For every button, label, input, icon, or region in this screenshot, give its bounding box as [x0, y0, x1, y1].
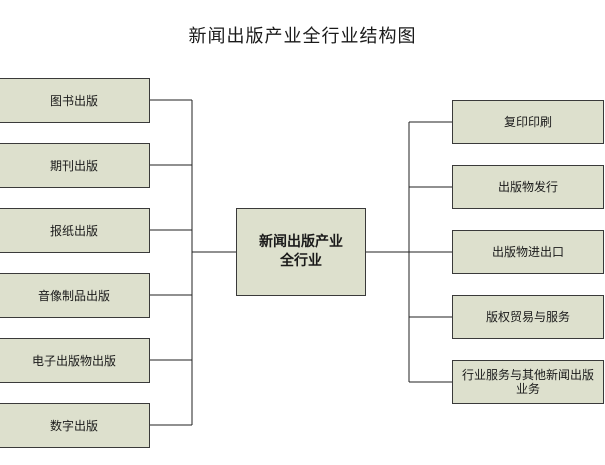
center-node-line2: 全行业 — [280, 253, 322, 269]
left-node-digital-publishing: 数字出版 — [0, 403, 150, 448]
center-node-line1: 新闻出版产业 — [259, 234, 343, 250]
left-node-periodical-publishing: 期刊出版 — [0, 143, 150, 188]
left-node-newspaper-publishing: 报纸出版 — [0, 208, 150, 253]
right-node-distribution: 出版物发行 — [452, 165, 604, 209]
diagram-title: 新闻出版产业全行业结构图 — [188, 26, 417, 47]
right-node-copyright-trade: 版权贸易与服务 — [452, 295, 604, 339]
right-node-printing: 复印印刷 — [452, 100, 604, 144]
right-node-industry-services: 行业服务与其他新闻出版业务 — [452, 360, 604, 404]
left-node-audiovisual-publishing: 音像制品出版 — [0, 273, 150, 318]
center-node: 新闻出版产业 全行业 — [236, 208, 366, 296]
left-node-book-publishing: 图书出版 — [0, 78, 150, 123]
right-node-import-export: 出版物进出口 — [452, 230, 604, 274]
left-node-electronic-publishing: 电子出版物出版 — [0, 338, 150, 383]
